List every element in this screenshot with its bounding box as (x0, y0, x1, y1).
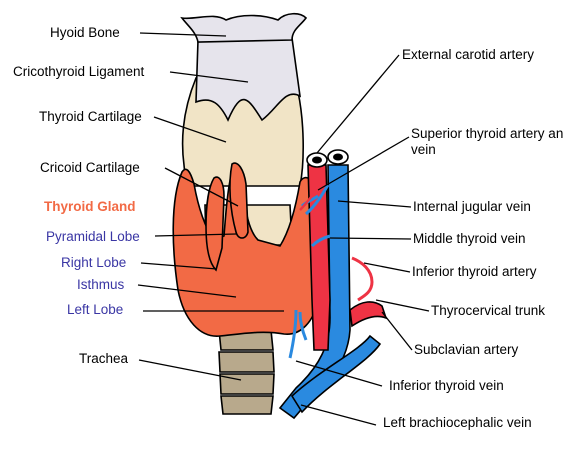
label-right-lobe: Right Lobe (61, 255, 126, 271)
hyoid-bone (182, 14, 306, 42)
label-trachea: Trachea (79, 351, 128, 367)
label-superior-thyroid-artery-vein: Superior thyroid artery and vein (411, 126, 563, 158)
label-thyrocervical-trunk: Thyrocervical trunk (431, 303, 545, 319)
label-isthmus: Isthmus (77, 277, 124, 293)
label-thyroid-cartilage: Thyroid Cartilage (39, 109, 142, 125)
label-cricoid-cartilage: Cricoid Cartilage (40, 160, 140, 176)
label-thyroid-gland: Thyroid Gland (44, 199, 136, 215)
carotid-artery (308, 165, 330, 350)
label-middle-thyroid-vein: Middle thyroid vein (413, 231, 526, 247)
trachea (219, 330, 274, 414)
subclavian-artery (350, 302, 386, 326)
label-pyramidal-lobe: Pyramidal Lobe (46, 229, 140, 245)
label-left-brachiocephalic-vein: Left brachiocephalic vein (383, 415, 533, 431)
label-inferior-thyroid-vein: Inferior thyroid vein (389, 378, 504, 394)
label-cricothyroid-ligament: Cricothyroid Ligament (13, 64, 144, 80)
label-subclavian-artery: Subclavian artery (414, 342, 518, 358)
label-external-carotid-artery: External carotid artery (402, 47, 534, 63)
label-left-lobe: Left Lobe (67, 302, 123, 318)
label-hyoid-bone: Hyoid Bone (50, 25, 120, 41)
label-internal-jugular-vein: Internal jugular vein (413, 199, 531, 215)
label-inferior-thyroid-artery: Inferior thyroid artery (412, 264, 537, 280)
